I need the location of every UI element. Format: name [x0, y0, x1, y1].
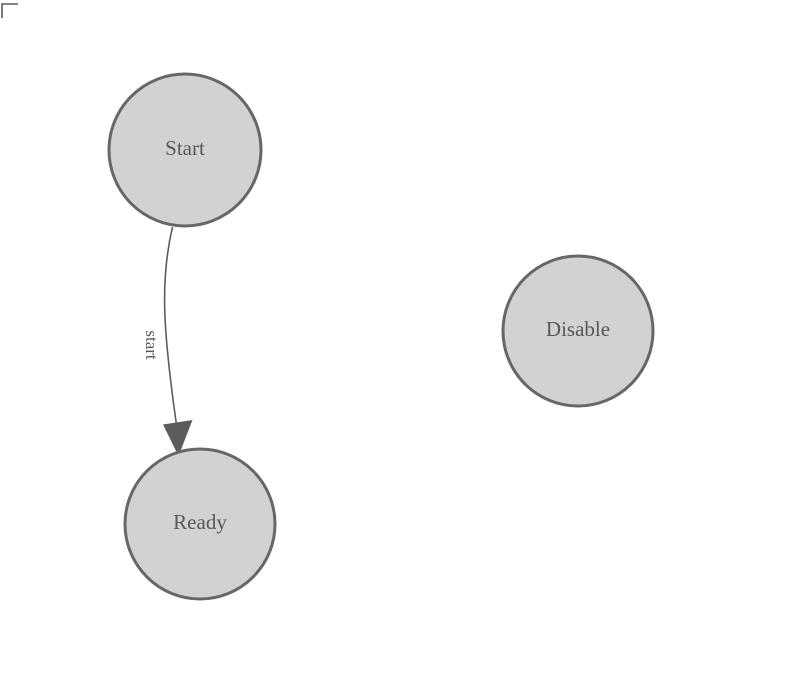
node-shape-disable[interactable]: [501, 254, 655, 408]
node-label-disable: Disable: [546, 317, 610, 341]
edge-label-start: start: [142, 330, 161, 360]
node-start[interactable]: Start: [107, 72, 263, 228]
node-ready[interactable]: Ready: [123, 447, 277, 601]
edge-start-to-ready[interactable]: start: [142, 226, 193, 456]
node-label-start: Start: [165, 136, 205, 160]
node-disable[interactable]: Disable: [501, 254, 655, 408]
node-label-ready: Ready: [173, 510, 227, 534]
top-left-corner-mark: [1, 3, 18, 18]
arrowhead-icon: [163, 420, 193, 456]
node-shape-ready[interactable]: [123, 447, 277, 601]
node-shape-start[interactable]: [107, 72, 263, 228]
